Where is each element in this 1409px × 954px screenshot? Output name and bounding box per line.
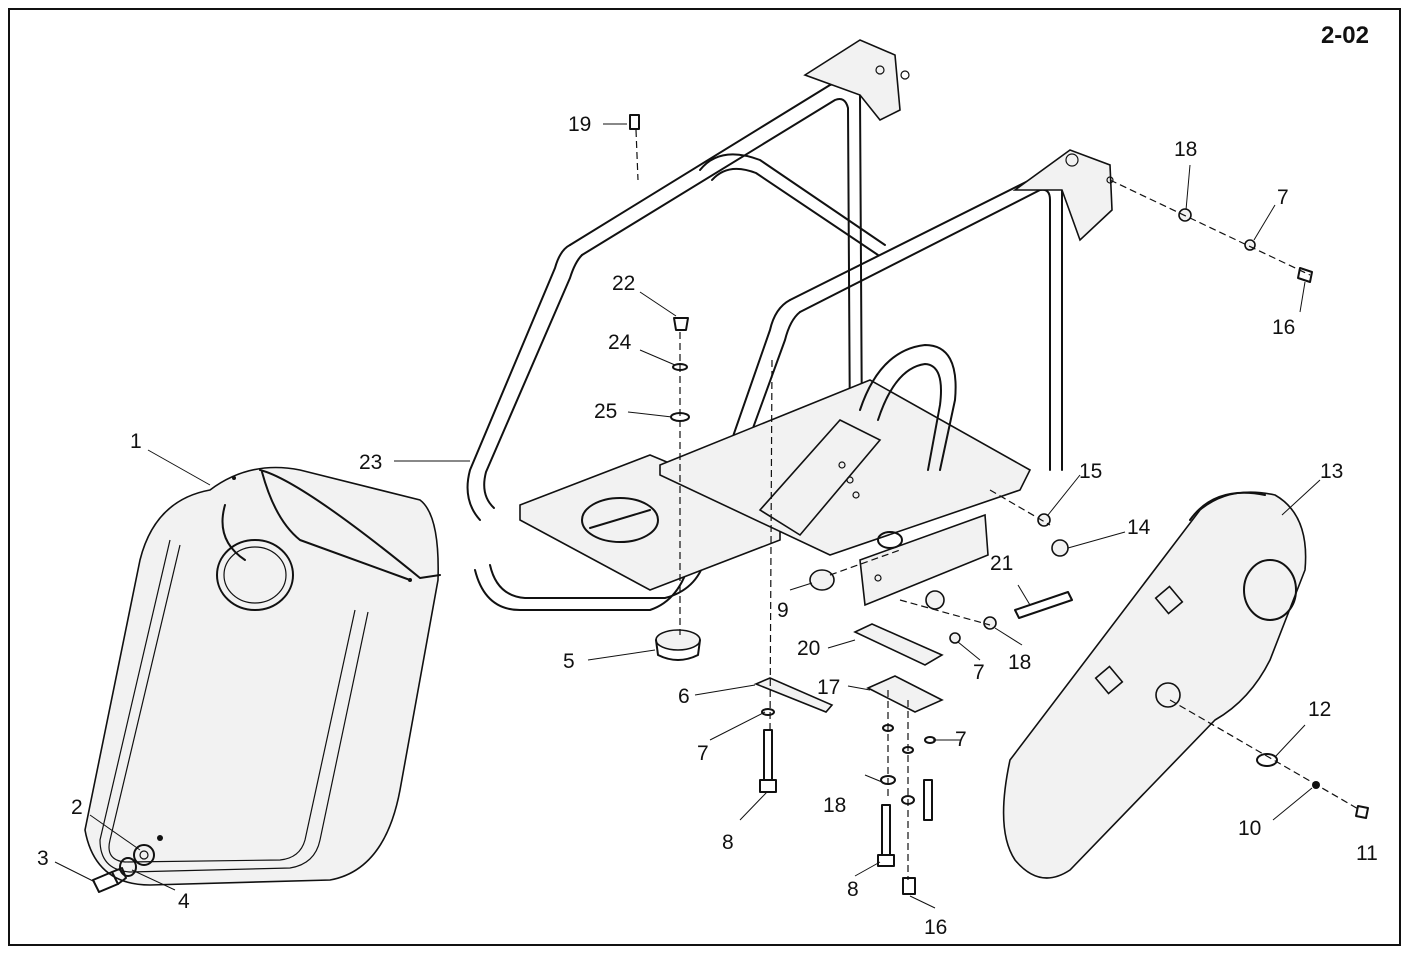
callout-23: 23 [359,451,382,474]
assembly-lines [635,129,1361,880]
callout-9: 9 [777,599,789,622]
callout-25: 25 [594,400,617,423]
callout-19: 19 [568,113,591,136]
callout-13: 13 [1320,460,1343,483]
callout-5: 5 [563,650,575,673]
page-code: 2-02 [1320,22,1369,49]
callout-16-right: 16 [1272,316,1295,339]
callout-18-right: 18 [1174,138,1197,161]
diagram-border [8,8,1401,946]
callout-24: 24 [608,331,632,354]
callout-15: 15 [1079,460,1102,483]
callout-20: 20 [797,637,820,660]
frame-hardware [629,114,1313,895]
callout-18-lower: 18 [823,794,846,817]
main-frame-part [466,39,1114,611]
callout-18-mount: 18 [1008,651,1031,674]
callout-7-lower: 7 [955,728,967,751]
callout-4: 4 [178,890,190,913]
callout-1: 1 [130,430,142,453]
callout-16-lower: 16 [924,916,947,939]
bolt-washer-group [92,844,155,893]
belt-cover-part [1002,491,1369,879]
callout-7-bracket: 7 [697,742,709,765]
callout-8-left: 8 [722,831,734,854]
callout-2: 2 [71,796,83,819]
callout-22: 22 [612,272,635,295]
callout-21: 21 [990,552,1013,575]
callout-17: 17 [817,676,840,699]
callout-7-mount: 7 [973,661,985,684]
callout-11: 11 [1356,842,1378,865]
callout-7-right: 7 [1277,186,1289,209]
callout-12: 12 [1308,698,1331,721]
front-cover-part [84,466,441,886]
leader-lines [54,123,1321,909]
callout-14: 14 [1127,516,1151,539]
callout-8-lower: 8 [847,878,859,901]
callout-labels: 1 2 3 4 5 6 7 7 7 7 8 8 9 10 11 12 13 14… [37,113,1378,939]
callout-3: 3 [37,847,49,870]
callout-6: 6 [678,685,690,708]
callout-10: 10 [1238,817,1261,840]
